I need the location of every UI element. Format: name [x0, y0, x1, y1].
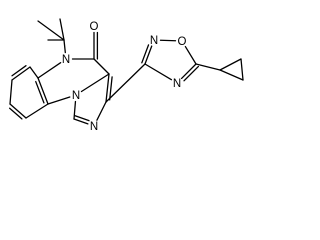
bond-n2-c1-second-line	[74, 115, 90, 122]
bond-cp3-cp1	[219, 69, 244, 81]
bond-c3-n2	[96, 101, 107, 121]
bond-n10-c3a	[80, 73, 110, 93]
atom-label-oxn4: N	[173, 78, 181, 90]
bond-b8-b9	[9, 103, 27, 119]
bond-me1-cq	[37, 20, 65, 41]
bond-cp2-cp3	[240, 58, 244, 81]
bond-cp1-cp2	[219, 58, 242, 71]
bond-oxn4-ox3	[144, 63, 173, 81]
bond-c5a-n5	[37, 61, 62, 79]
bond-me2-cq	[59, 18, 65, 41]
atom-label-o4: O	[90, 21, 99, 33]
bond-b8-b9-second-line	[8, 107, 23, 120]
bond-cq-n5	[63, 39, 66, 54]
bond-b6-b7-second-line	[11, 65, 27, 77]
bond-b6-b7	[11, 66, 31, 81]
bond-layer	[8, 18, 244, 125]
atom-label-oxn2: N	[150, 35, 158, 47]
atom-label-n10: N	[72, 90, 80, 102]
bond-c1-n10	[73, 100, 77, 120]
atom-label-layer: N O N N N O N	[62, 21, 187, 133]
atom-label-oxo1: O	[178, 36, 187, 48]
bond-ox3-oxn2-second-line	[141, 44, 150, 64]
atom-label-n2: N	[90, 121, 98, 133]
bond-ox5-cp1	[195, 63, 221, 71]
chemical-structure-drawing: N O N N N O N	[8, 18, 244, 133]
bond-c3a-c3	[105, 73, 110, 103]
bond-c9a-c5a	[37, 77, 49, 105]
bond-c3-ox3	[105, 63, 146, 103]
structure-canvas: N O N N N O N	[8, 18, 244, 133]
bond-ox3-oxn2	[144, 45, 153, 65]
bond-n10-c9a	[47, 96, 71, 105]
bond-c4-c3a	[93, 58, 110, 75]
bond-oxo1-ox5	[184, 45, 197, 65]
bond-n2-c1	[73, 118, 89, 125]
bond-b7-b8	[9, 79, 13, 105]
atom-label-n5: N	[62, 54, 70, 66]
bond-ox5-oxn4-second-line	[183, 65, 200, 82]
bond-oxn2-oxo1	[159, 39, 177, 42]
bond-b9-c9a	[25, 103, 49, 119]
bond-c9a-c5a-second-line	[35, 80, 45, 104]
bond-c5a-b6	[29, 66, 39, 79]
bond-ox5-oxn4	[180, 63, 197, 80]
bond-c3a-c3-second-line	[108, 76, 113, 101]
